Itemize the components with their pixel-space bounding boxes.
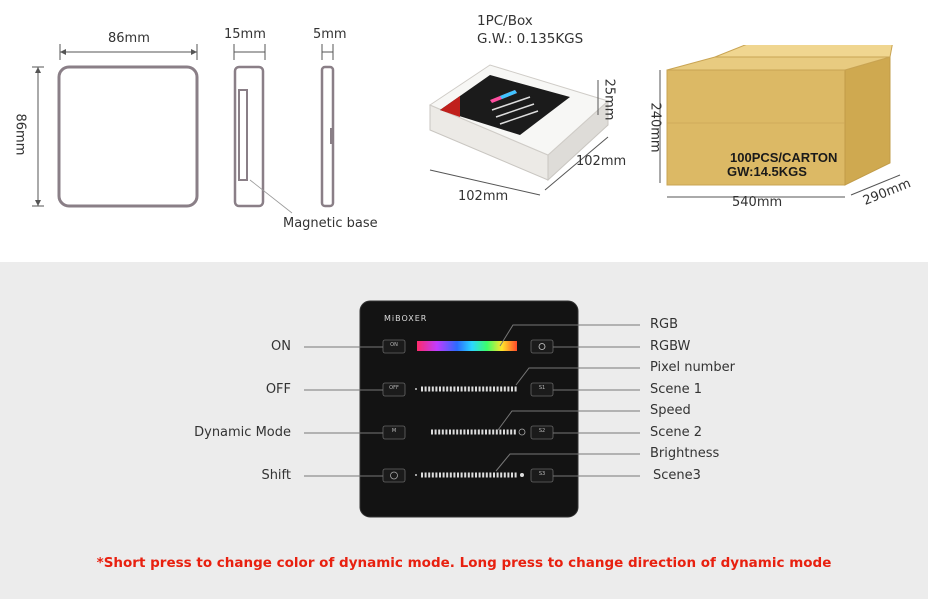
panel-button-m-text: M	[391, 428, 397, 434]
carton-count: 100PCS/CARTON	[730, 150, 838, 165]
carton-length-label: 540mm	[732, 195, 783, 210]
label-scene-2: Scene 2	[650, 425, 703, 440]
depth-label: 5mm	[313, 27, 347, 42]
remote-panel	[359, 300, 579, 518]
label-speed: Speed	[650, 403, 691, 418]
magnetic-base-label: Magnetic base	[283, 216, 378, 231]
usage-note: *Short press to change color of dynamic …	[96, 555, 832, 571]
depth-base-label: 15mm	[224, 27, 266, 42]
panel-button-off-text: OFF	[389, 385, 399, 391]
label-brightness: Brightness	[650, 446, 720, 461]
box-length-label: 102mm	[576, 154, 627, 169]
label-on: ON	[271, 339, 291, 354]
box-width-label: 102mm	[458, 189, 509, 204]
panel-button-on-text: ON	[390, 342, 398, 348]
label-scene-1: Scene 1	[650, 382, 703, 397]
label-dynamic-mode: Dynamic Mode	[194, 425, 291, 440]
box-count: 1PC/Box	[477, 13, 533, 29]
carton-weight: GW:14.5KGS	[727, 164, 807, 179]
product-dimension-drawing	[32, 44, 335, 214]
label-rgb: RGB	[650, 317, 679, 332]
label-off: OFF	[265, 382, 291, 397]
label-pixel-number: Pixel number	[650, 360, 735, 375]
gift-box-image	[428, 64, 609, 196]
box-weight: G.W.: 0.135KGS	[477, 31, 584, 47]
panel-button-s3-text: S3	[538, 471, 546, 477]
carton-image	[659, 45, 901, 198]
panel-width-label: 86mm	[108, 31, 150, 46]
panel-button-s1-text: S1	[538, 385, 546, 391]
label-scene-3: Scene3	[653, 468, 701, 483]
panel-button-s2-text: S2	[538, 428, 546, 434]
label-shift: Shift	[261, 468, 291, 483]
panel-brand: MiBOXER	[384, 314, 428, 323]
label-rgbw: RGBW	[650, 339, 691, 354]
